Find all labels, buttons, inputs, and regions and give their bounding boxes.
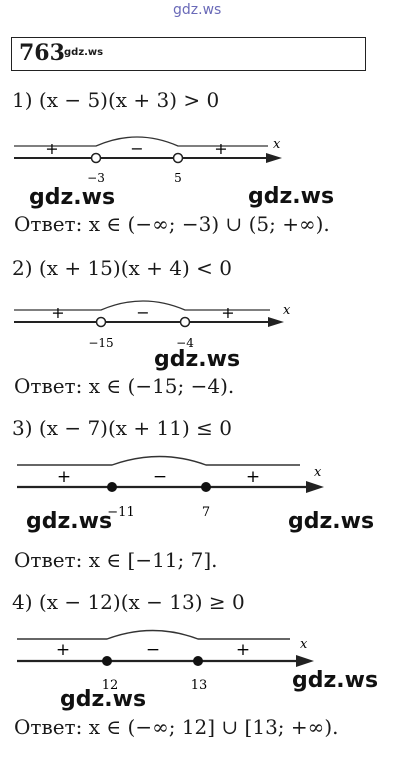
point-3-a bbox=[107, 482, 117, 492]
inequality-3: 3) (x − 7)(x + 11) ≤ 0 bbox=[12, 416, 232, 440]
watermark-4b: gdz.ws bbox=[292, 668, 379, 693]
inequality-1: 1) (x − 5)(x + 3) > 0 bbox=[12, 88, 220, 112]
sign-curve-2 bbox=[14, 300, 270, 311]
sign-1-right: + bbox=[214, 139, 227, 158]
point-1-a bbox=[90, 152, 102, 164]
point-label-4-b: 13 bbox=[191, 678, 208, 693]
watermark-4a: gdz.ws bbox=[60, 687, 147, 712]
answer-prefix-3: Ответ: bbox=[14, 548, 83, 572]
problem-number-box: 763 gdz.ws bbox=[11, 37, 366, 71]
problem-number: 763 bbox=[19, 40, 65, 66]
watermark-2: gdz.ws bbox=[154, 347, 241, 372]
sign-1-left: + bbox=[45, 139, 58, 158]
watermark-1a: gdz.ws bbox=[29, 185, 116, 210]
sign-3-mid: − bbox=[153, 467, 167, 487]
sign-3-right: + bbox=[246, 467, 260, 487]
answer-text-1: x ∈ (−∞; −3) ∪ (5; +∞). bbox=[88, 212, 330, 236]
sign-2-left: + bbox=[51, 303, 64, 322]
point-2-b bbox=[179, 316, 191, 328]
sign-curve-1 bbox=[14, 136, 268, 147]
problem-number-watermark: gdz.ws bbox=[64, 47, 104, 58]
point-3-b bbox=[201, 482, 211, 492]
sign-4-mid: − bbox=[146, 640, 160, 660]
point-label-4-a: 12 bbox=[102, 678, 119, 693]
number-line-4: x + − + 12 13 bbox=[17, 629, 314, 693]
point-label-2-b: −4 bbox=[176, 336, 194, 350]
answer-3: Ответ: x ∈ [−11; 7]. bbox=[14, 548, 218, 572]
axis-label-2: x bbox=[283, 303, 291, 318]
sign-3-left: + bbox=[57, 467, 71, 487]
sign-2-mid: − bbox=[136, 303, 149, 322]
axis-arrow-4 bbox=[296, 655, 314, 667]
watermark-top: gdz.ws bbox=[173, 2, 222, 18]
axis-arrow-2 bbox=[268, 317, 284, 327]
axis-arrow-1 bbox=[266, 153, 282, 163]
answer-1: Ответ: x ∈ (−∞; −3) ∪ (5; +∞). bbox=[14, 212, 330, 236]
point-label-3-a: −11 bbox=[107, 505, 134, 520]
inequality-4: 4) (x − 12)(x − 13) ≥ 0 bbox=[12, 590, 245, 614]
number-line-1: x + − + −3 5 bbox=[14, 136, 282, 185]
number-line-2: x + − + −15 −4 bbox=[14, 300, 291, 350]
sign-1-mid: − bbox=[130, 139, 143, 158]
answer-2: Ответ: x ∈ (−15; −4). bbox=[14, 374, 234, 398]
sign-4-left: + bbox=[56, 640, 70, 660]
answer-4: Ответ: x ∈ (−∞; 12] ∪ [13; +∞). bbox=[14, 715, 338, 739]
answer-text-2: x ∈ (−15; −4). bbox=[88, 374, 235, 398]
axis-arrow-3 bbox=[306, 481, 324, 493]
point-1-b bbox=[172, 152, 184, 164]
point-label-1-b: 5 bbox=[174, 171, 182, 185]
number-line-3: x + − + −11 7 bbox=[17, 455, 324, 520]
point-label-1-a: −3 bbox=[87, 171, 105, 185]
point-4-b bbox=[193, 656, 203, 666]
answer-prefix-1: Ответ: bbox=[14, 212, 83, 236]
watermark-1b: gdz.ws bbox=[248, 184, 335, 209]
axis-label-4: x bbox=[300, 637, 308, 652]
point-label-2-a: −15 bbox=[88, 336, 113, 350]
point-label-3-b: 7 bbox=[202, 505, 210, 520]
sign-curve-4 bbox=[17, 629, 290, 640]
sign-curve-3 bbox=[17, 455, 300, 466]
answer-text-3: x ∈ [−11; 7]. bbox=[88, 548, 218, 572]
sign-2-right: + bbox=[221, 303, 234, 322]
sign-4-right: + bbox=[236, 640, 250, 660]
point-4-a bbox=[102, 656, 112, 666]
answer-prefix-4: Ответ: bbox=[14, 715, 83, 739]
watermark-3a: gdz.ws bbox=[26, 509, 113, 534]
axis-label-1: x bbox=[273, 137, 281, 152]
axis-label-3: x bbox=[314, 465, 322, 480]
answer-prefix-2: Ответ: bbox=[14, 374, 83, 398]
point-2-a bbox=[95, 316, 107, 328]
answer-text-4: x ∈ (−∞; 12] ∪ [13; +∞). bbox=[88, 715, 339, 739]
inequality-2: 2) (x + 15)(x + 4) < 0 bbox=[12, 256, 232, 280]
watermark-3b: gdz.ws bbox=[288, 509, 375, 534]
